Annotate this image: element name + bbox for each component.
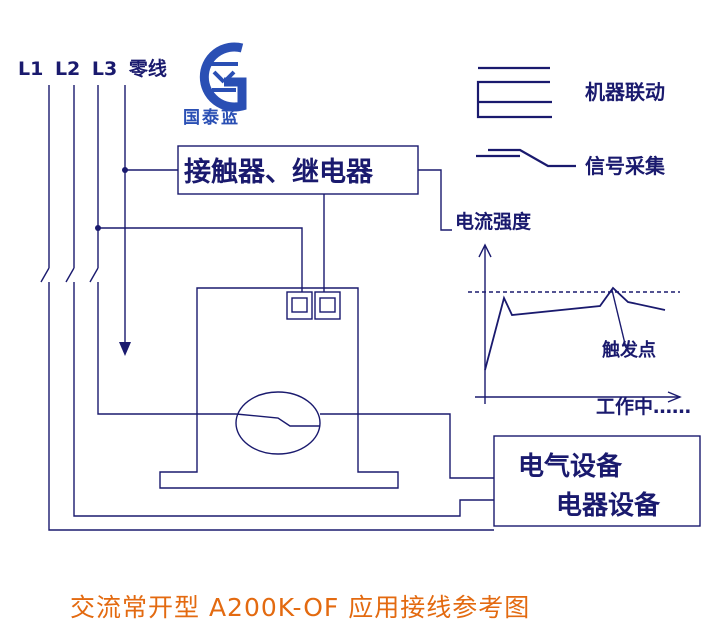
trigger-label: 触发点 [602,340,656,361]
wire-l3-to-terminal [98,227,303,292]
signal-icon [476,148,576,168]
label-neutral: 零线 [128,58,167,80]
diagram-caption: 交流常开型 A200K-OF 应用接线参考图 [70,593,531,622]
logo-icon [199,42,247,112]
neutral-arrow [119,342,131,356]
terminal-1 [286,291,313,320]
wire-l3 [89,85,494,479]
wire-l2 [65,85,494,517]
equipment-label-1: 电气设备 [518,452,623,482]
working-label: 工作中…… [596,396,692,418]
legend-signal-label: 信号采集 [585,154,665,178]
wire-relay-to-graph [418,169,452,231]
line-labels: L1 L2 L3 零线 [18,54,172,81]
terminal-2 [314,291,341,320]
legend-linkage-label: 机器联动 [585,80,665,104]
label-l3: L3 [91,58,118,80]
relay-label: 接触器、继电器 [184,157,373,188]
logo-text: 国泰蓝 [183,108,240,128]
label-l2: L2 [54,58,81,80]
sensor-body [159,287,399,489]
graph-title: 电流强度 [455,211,532,233]
relay-box [177,145,419,195]
sensing-hole [235,391,321,455]
graph-curve [484,286,666,371]
equipment-box [493,435,701,527]
wire-l1 [40,85,494,531]
label-l1: L1 [18,58,44,80]
linkage-icon [476,66,552,119]
trigger-pointer [611,289,627,349]
equipment-label-2: 电器设备 [556,491,661,521]
